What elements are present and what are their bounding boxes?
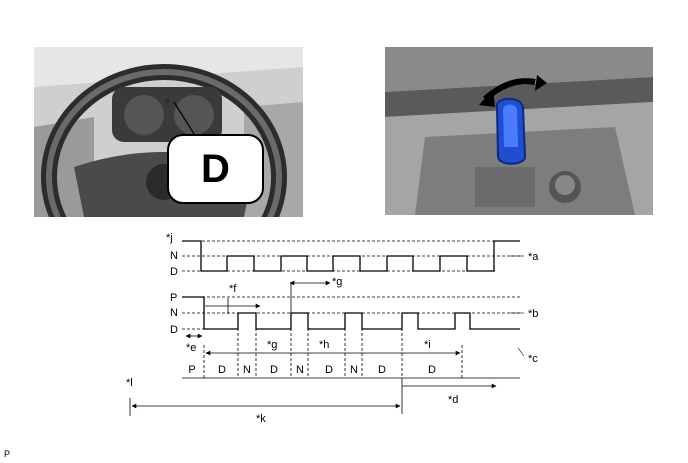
zoom-callout: D [167,134,264,204]
label-c: *c [528,353,538,365]
figure-code: P [4,449,11,459]
label-d: *d [448,394,458,406]
label-f: *f [229,283,237,295]
reference-lines [182,240,520,378]
seq-0: P [188,364,195,376]
label-e: *e [186,342,196,354]
top-level-d: D [170,266,178,278]
shift-lever-photo [385,47,653,215]
seq-5: D [325,364,333,376]
shift-lever-illustration [385,47,653,215]
label-g-top: *g [332,276,342,288]
seq-6: N [350,364,358,376]
dimension-arrows [129,280,520,416]
seq-2: N [243,364,251,376]
shift-timing-diagram: *j N D P N D [126,232,539,425]
label-j: *j [166,232,173,244]
bottom-signal-waveform [182,296,520,330]
seq-3: D [270,364,278,376]
label-a: *a [528,251,539,263]
dashboard-photo: D D [34,47,303,217]
label-g-bottom: *g [267,339,277,351]
top-signal-waveform [182,240,520,272]
seq-1: D [218,364,226,376]
shift-position-display: D [201,146,230,191]
shift-sequence-row: P D N D N D N D D [188,364,436,376]
small-indicator-letter: D [166,99,170,105]
label-b: *b [528,308,538,320]
seq-7: D [378,364,386,376]
steering-wheel-illustration: D [34,47,303,217]
seq-8: D [428,364,436,376]
label-i: *i [424,339,431,351]
label-h: *h [319,339,329,351]
label-k: *k [256,413,266,425]
label-leaders [510,255,525,357]
bottom-level-n: N [170,307,178,319]
label-l: *l [126,377,133,389]
bottom-level-p: P [170,292,177,304]
bottom-level-d: D [170,324,178,336]
seq-4: N [296,364,304,376]
top-level-n: N [170,250,178,262]
